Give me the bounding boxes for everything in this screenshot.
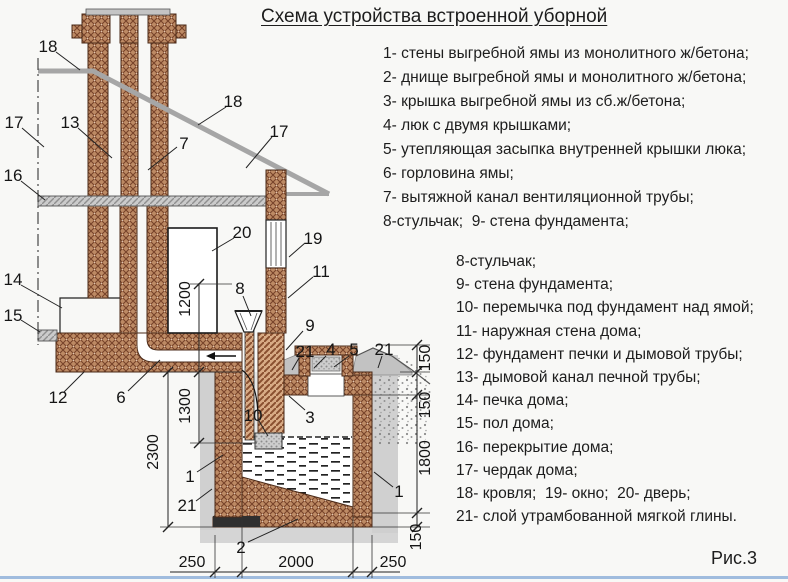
roof-line	[38, 68, 331, 197]
dim-1200: 1200	[177, 281, 194, 317]
door	[167, 227, 218, 334]
legend-item: 2- днище выгребной ямы и монолитного ж/б…	[383, 69, 747, 86]
callout-1-left: 1	[185, 467, 194, 486]
dim-2300: 2300	[145, 434, 162, 470]
callout-15: 15	[4, 306, 23, 325]
callout-21-b: 21	[375, 340, 394, 359]
legend-item: 8-стульчак;	[456, 253, 537, 270]
dimension-lines: 1200 1300 2300 150 150 1800 150 250 2000…	[145, 278, 434, 578]
ground-line	[355, 347, 431, 385]
airflow-curve	[241, 369, 259, 421]
ceiling-slab	[37, 195, 267, 207]
callout-2: 2	[236, 538, 245, 557]
legend-item: 11- наружная стена дома;	[456, 322, 642, 340]
legend-item: 12- фундамент печки и дымовой трубы;	[456, 345, 743, 363]
callout-5: 5	[349, 340, 358, 359]
callout-13: 13	[61, 113, 80, 132]
outer-wall-upper	[265, 169, 287, 221]
callouts: 18 18 17 17 13 7 16 14 15 20 19 11 8 9 2…	[4, 37, 404, 557]
chimney-column-left	[87, 42, 109, 299]
page-title: Схема устройства встроенной уборной	[261, 6, 608, 27]
stove-outline	[59, 297, 121, 333]
callout-7: 7	[179, 134, 188, 153]
callout-1-right: 1	[394, 482, 403, 501]
legend-item: 1- стены выгребной ямы из монолитного ж/…	[383, 45, 749, 62]
legend-item: 18- кровля; 19- окно; 20- дверь;	[456, 484, 691, 502]
callout-16: 16	[4, 166, 23, 185]
hatch-insulation	[311, 356, 341, 372]
legend-item: 13- дымовой канал печной трубы;	[456, 368, 701, 386]
legend-item: 10- перемычка под фундамент над ямой;	[456, 299, 754, 317]
hatch-opening	[307, 373, 345, 397]
callout-6: 6	[116, 388, 125, 407]
legend-item: 5- утепляющая засыпка внутренней крышки …	[383, 141, 747, 158]
pit-wall-right	[352, 371, 373, 518]
callout-4: 4	[326, 340, 335, 359]
legend-item: 15- пол дома;	[456, 415, 554, 433]
legend-secondary: 8-стульчак; 9- стена фундамента; 10- пер…	[456, 250, 754, 528]
seat-funnel	[234, 310, 263, 333]
legend-item: 14- печка дома;	[456, 392, 569, 410]
callout-11: 11	[312, 262, 330, 281]
chimney-cap	[81, 13, 111, 44]
legend-item: 7- вытяжной канал вентиляционной трубы;	[383, 189, 694, 206]
figure-caption: Рис.3	[711, 548, 758, 568]
dim-150-a: 150	[417, 345, 434, 372]
legend-item: 3- крышка выгребной ямы из сб.ж/бетона;	[383, 93, 686, 110]
callout-21-a: 21	[296, 342, 315, 361]
house-envelope	[37, 58, 331, 345]
callout-19: 19	[304, 229, 323, 248]
dim-1800: 1800	[417, 440, 434, 476]
callout-18-right: 18	[224, 92, 243, 111]
section-drawing: 1200 1300 2300 150 150 1800 150 250 2000…	[4, 8, 434, 578]
dim-2000: 2000	[278, 554, 314, 571]
legend-item: 6- горловина ямы;	[383, 165, 514, 182]
legend-item: 16- перекрытие дома;	[456, 438, 614, 456]
legend-primary: 1- стены выгребной ямы из монолитного ж/…	[383, 42, 749, 234]
callout-12: 12	[49, 388, 68, 407]
legend-item: 8-стульчак; 9- стена фундамента;	[383, 213, 629, 230]
callout-9: 9	[305, 316, 314, 335]
pit-neck-channel	[136, 332, 243, 363]
chimney-top-plate	[85, 8, 171, 16]
callout-17-right: 17	[270, 122, 289, 141]
chimney-column-mid	[120, 42, 139, 207]
dim-250-left: 250	[179, 554, 206, 571]
bottom-accent-line	[0, 576, 788, 579]
callout-10: 10	[244, 406, 263, 425]
house-floor-edge	[37, 329, 58, 342]
hatch-cover	[294, 345, 358, 356]
dim-250-right: 250	[380, 554, 407, 571]
pit-wall-left	[214, 371, 243, 518]
legend-item: 17- чердак дома;	[456, 461, 578, 479]
lintel	[254, 432, 283, 450]
legend-item: 4- люк с двумя крышками;	[383, 117, 572, 134]
dim-1300: 1300	[177, 388, 194, 424]
toilet-seat	[206, 310, 263, 441]
callout-20: 20	[233, 223, 252, 242]
dim-150-b: 150	[417, 392, 434, 419]
cesspool-pit	[212, 332, 373, 528]
chimney	[71, 8, 187, 334]
callout-17-left: 17	[5, 113, 24, 132]
outer-wall-lower	[265, 267, 287, 334]
pit-foot-ledge	[213, 516, 260, 527]
callout-21-c: 21	[178, 496, 197, 515]
callout-3: 3	[305, 408, 314, 427]
callout-18-left: 18	[39, 37, 58, 56]
legend-item: 21- слой утрамбованной мягкой глины.	[456, 508, 737, 526]
dim-150-c: 150	[408, 524, 425, 551]
chimney-column-right	[150, 42, 169, 207]
legend-item: 9- стена фундамента;	[456, 276, 614, 294]
house-base	[37, 297, 243, 373]
callout-14: 14	[4, 270, 23, 289]
callout-8: 8	[235, 279, 244, 298]
